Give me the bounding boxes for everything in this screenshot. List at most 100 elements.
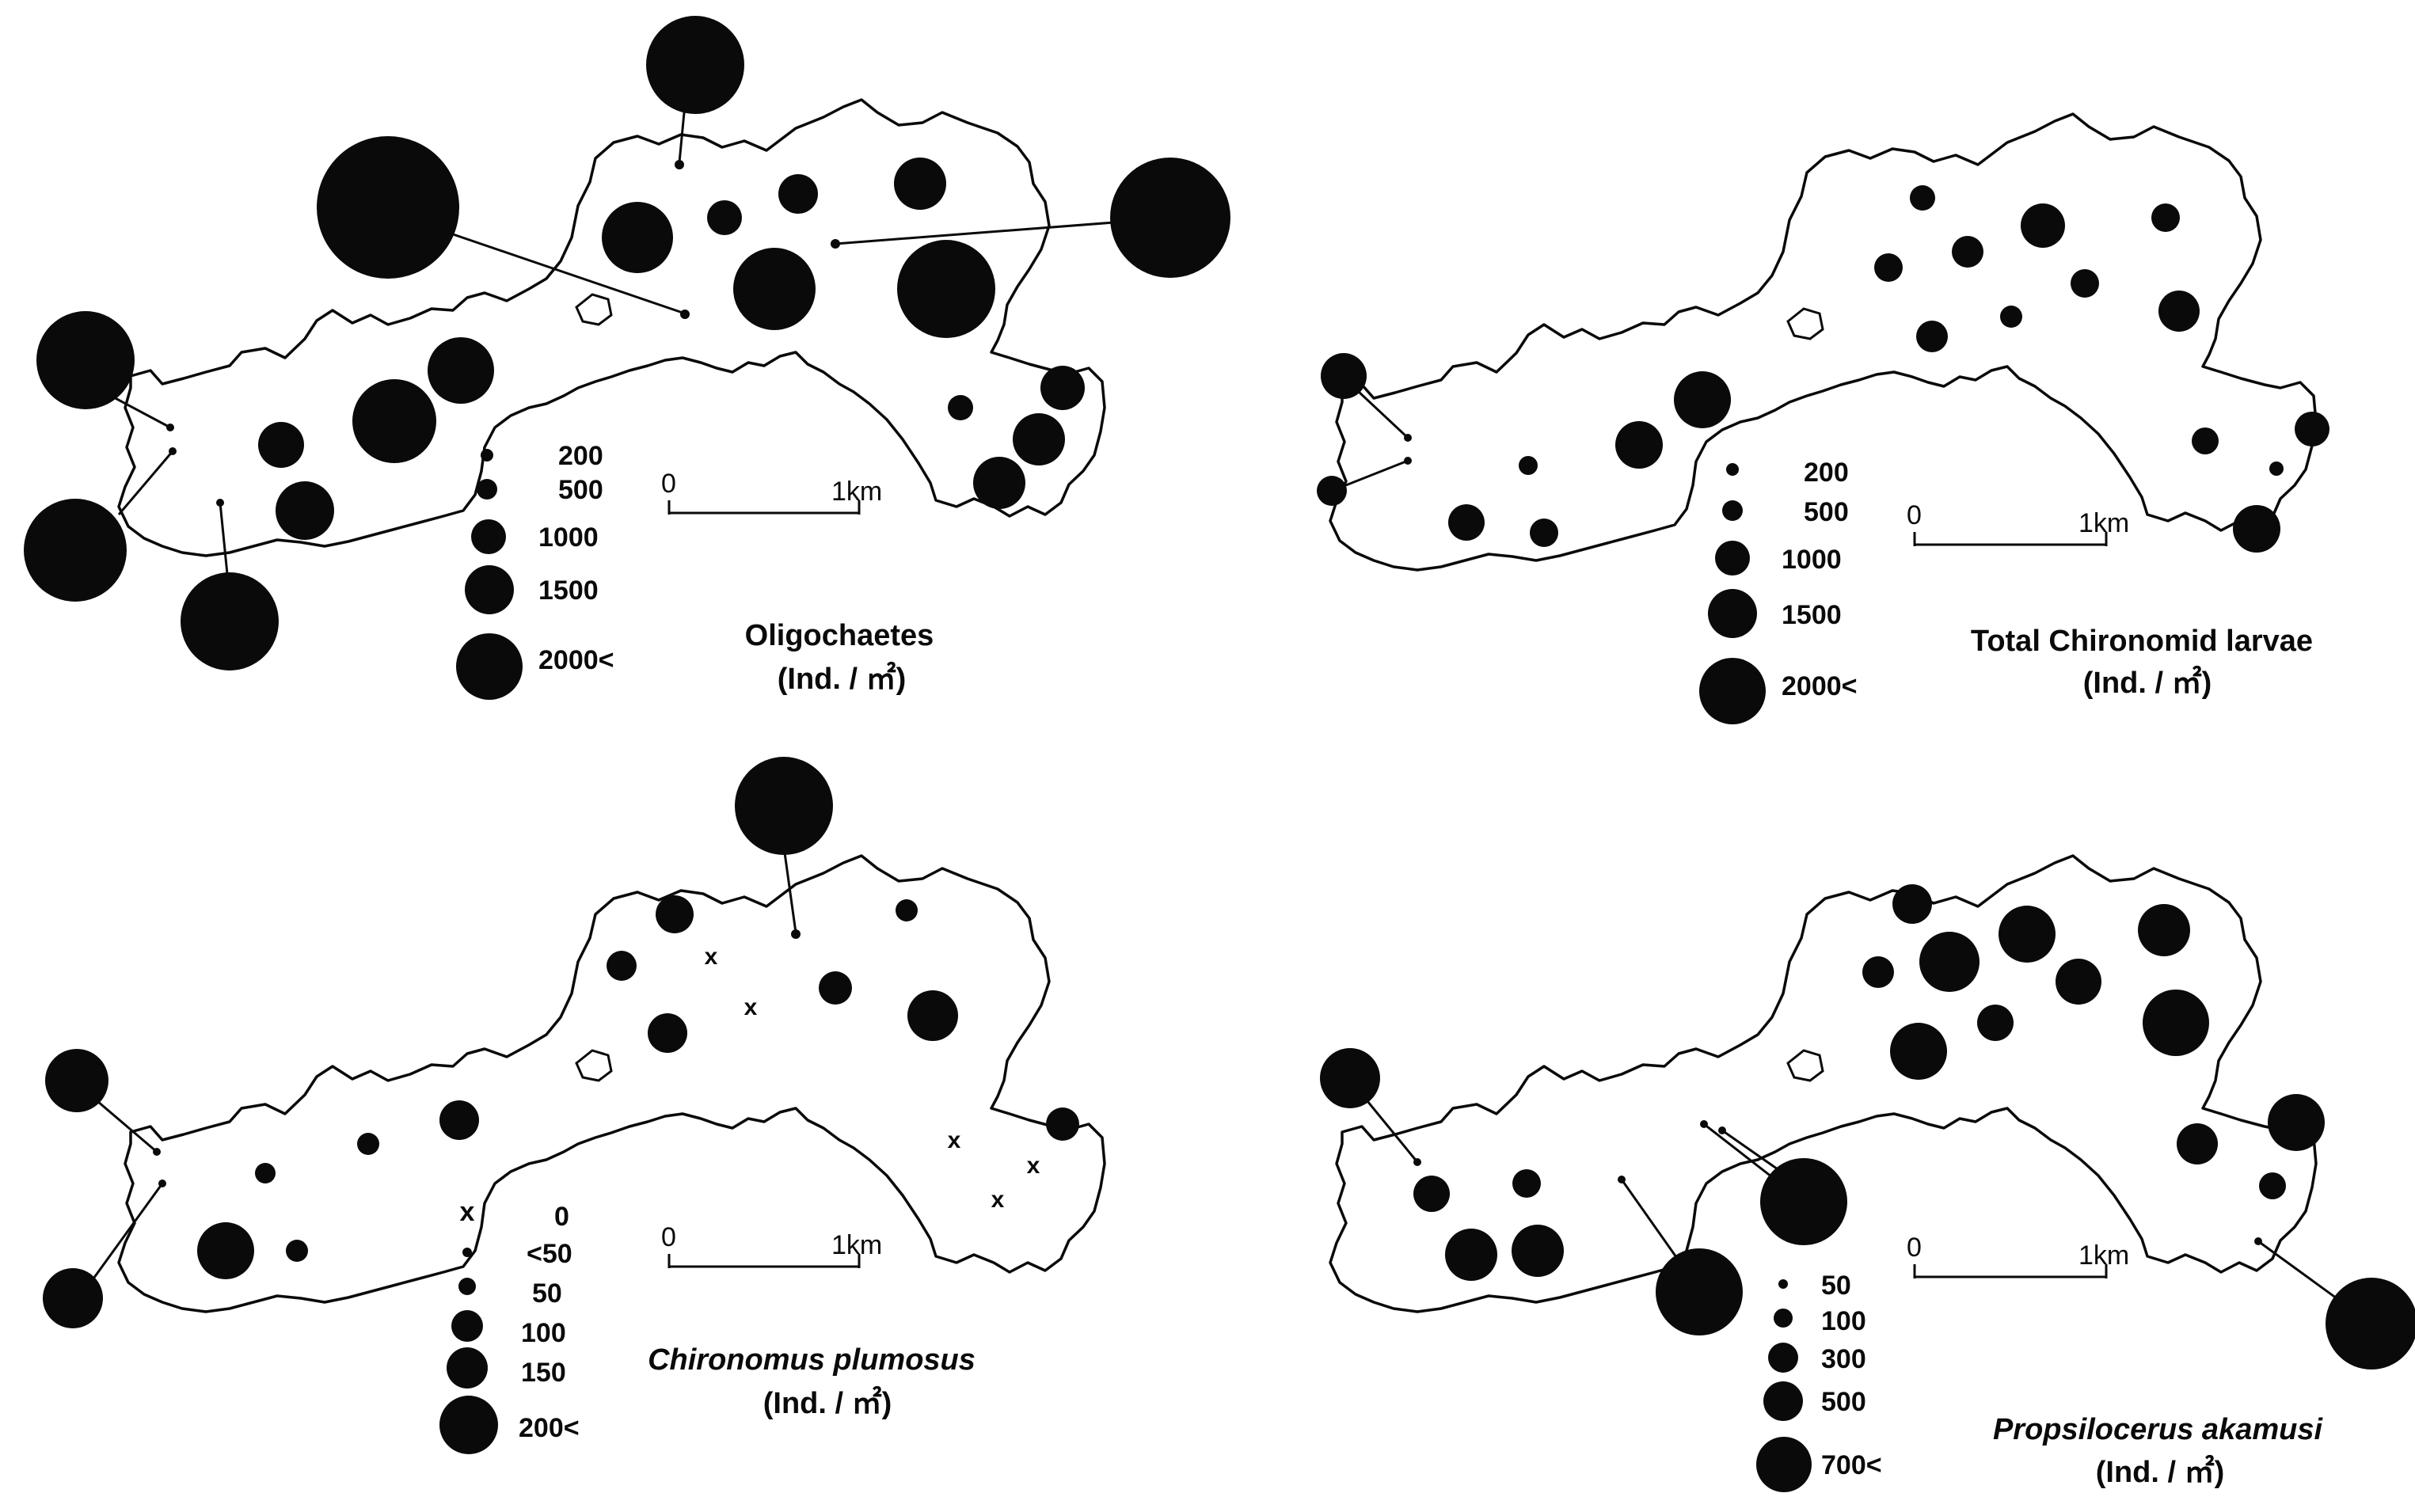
legend-label: 500 (1821, 1387, 1866, 1417)
map-panel-oligochaetes: 200 500 1000 1500 2000< 0 1km Oligochaet… (24, 16, 1230, 700)
station-circle (255, 1163, 276, 1183)
station-circle (1445, 1229, 1497, 1281)
station-circle (1530, 519, 1558, 547)
station-dot (1700, 1120, 1708, 1128)
legend-symbol (481, 449, 493, 462)
station-dot (158, 1180, 166, 1187)
station-circle (648, 1013, 687, 1053)
legend-symbol (439, 1396, 498, 1454)
legend-label: 200< (519, 1413, 580, 1443)
legend: 50 100 300 500 700< (1756, 1271, 1882, 1492)
station-dot (791, 929, 801, 939)
station-circle (357, 1133, 379, 1155)
station-circle (1320, 1048, 1380, 1108)
station-circle (819, 971, 852, 1005)
station-circle (317, 136, 459, 279)
legend-label: 200 (1804, 458, 1849, 488)
legend-label: 300 (1821, 1344, 1866, 1374)
legend-label: 50 (532, 1278, 562, 1309)
callout-line (117, 450, 174, 515)
legend-label: 0 (554, 1202, 569, 1232)
station-circle (2071, 269, 2099, 298)
station-circle (2000, 306, 2022, 328)
legend: 200 500 1000 1500 2000< (456, 441, 614, 700)
legend-label: <50 (527, 1239, 572, 1269)
station-circle (707, 200, 742, 235)
station-circle (286, 1240, 308, 1262)
callout-line (110, 394, 171, 429)
station-circle (2138, 904, 2190, 956)
legend-symbol (447, 1347, 488, 1389)
panel-unit: (Ind. / ㎡) (778, 662, 907, 696)
station-circle (2177, 1123, 2218, 1164)
station-circle (602, 202, 673, 273)
station-dot (216, 499, 224, 507)
station-circle (1512, 1169, 1541, 1198)
legend-label: 200 (558, 441, 603, 471)
station-symbols: x x x x x (43, 757, 1079, 1328)
station-dot (680, 310, 690, 319)
station-dot (675, 160, 684, 169)
legend-label: 2000< (1782, 671, 1858, 701)
callout-line (782, 846, 797, 933)
legend-label: 50 (1821, 1271, 1851, 1301)
legend-label: 1500 (1782, 600, 1842, 630)
station-circle (1040, 366, 1085, 410)
station-circle (1413, 1176, 1450, 1212)
lake-outline (117, 854, 1106, 1313)
legend-label: 700< (1821, 1450, 1882, 1480)
legend-symbol (1774, 1309, 1793, 1328)
station-circle (733, 248, 816, 330)
map-panel-total-chironomid: 200 500 1000 1500 2000< 0 1km Total Chir… (1317, 112, 2329, 724)
legend-symbol (1722, 500, 1743, 521)
legend-label: 500 (558, 475, 603, 505)
zero-marker: x (948, 1127, 961, 1153)
panel-unit: (Ind. / ㎡) (2096, 1455, 2225, 1489)
station-circle (43, 1268, 103, 1328)
scale-start: 0 (1907, 500, 1922, 530)
scale-bar: 0 1km (661, 1222, 882, 1268)
station-circle (778, 174, 818, 214)
station-circle (2056, 959, 2101, 1005)
station-circle (897, 240, 995, 338)
station-circle (1916, 321, 1948, 352)
station-circle (352, 379, 436, 463)
station-circle (1317, 476, 1347, 506)
panel-unit: (Ind. / ㎡) (763, 1386, 892, 1420)
station-dot (1404, 434, 1412, 442)
zero-marker: x (1027, 1153, 1040, 1179)
legend-symbol (1715, 541, 1750, 576)
station-circle (1952, 236, 1983, 268)
station-circle (1999, 906, 2056, 963)
station-circle (2158, 291, 2200, 332)
station-circle (1874, 253, 1903, 282)
legend-symbol (458, 1278, 476, 1295)
legend-symbol (1726, 463, 1739, 476)
station-circle (1674, 371, 1731, 428)
station-circle (607, 951, 637, 981)
station-circle (2269, 462, 2284, 476)
legend-symbol (451, 1310, 483, 1342)
legend-symbol (1756, 1437, 1812, 1492)
zero-marker: x (705, 944, 718, 970)
station-symbols (24, 16, 1230, 671)
station-circle (1615, 421, 1663, 469)
station-circle (2192, 427, 2219, 454)
panel-title: Oligochaetes (745, 619, 934, 652)
legend-label: 100 (521, 1318, 566, 1348)
station-circle (1890, 1023, 1947, 1080)
station-circle (1321, 353, 1367, 399)
legend-symbol (465, 565, 514, 614)
station-circle (1512, 1225, 1564, 1277)
legend-symbol (1778, 1279, 1788, 1289)
legend-zero-marker: x (460, 1197, 475, 1227)
station-dot (1413, 1158, 1421, 1166)
station-circle (2295, 412, 2329, 446)
scale-end: 1km (831, 1230, 882, 1260)
station-dot (153, 1148, 161, 1156)
legend-label: 100 (1821, 1306, 1866, 1336)
station-circle (1919, 932, 1980, 992)
station-circle (646, 16, 744, 114)
